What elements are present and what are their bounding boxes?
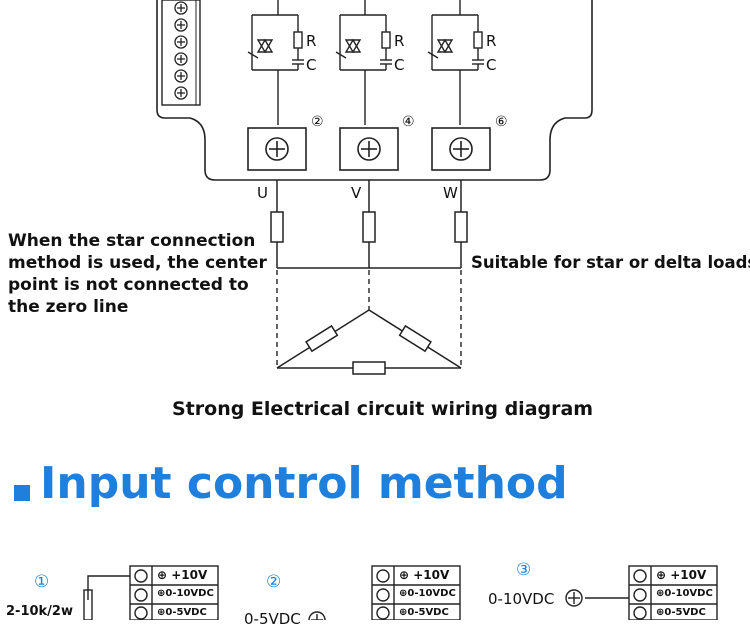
phase-label-u: U [257,184,268,202]
star-note-line-3: point is not connected to [8,275,249,295]
thyristor-module-u [247,0,304,125]
method-3-terminal-0-5vdc: ⊕0-5VDC [656,607,706,618]
star-note-line-2: method is used, the center [8,253,267,273]
input-terminal-screws [174,1,188,100]
star-note-line-4: the zero line [8,297,129,317]
star-connection-note: When the star connection method is used,… [8,230,268,318]
resistor-label-w: R [486,32,497,50]
star-note-line-1: When the star connection [8,231,256,251]
method-2-terminal-0-10vdc: ⊕0-10VDC [399,588,456,599]
output-terminal-u [247,127,307,171]
phase-label-v: V [351,184,362,202]
method-1-label: 2-10k/2w [6,604,73,619]
resistor-label-v: R [394,32,405,50]
method-3-terminal-10v: ⊕ +10V [656,568,707,582]
method-3-label: 0-10VDC [488,590,555,608]
delta-load [276,309,462,375]
method-1-terminal-0-10vdc: ⊕0-10VDC [157,588,214,599]
output-terminal-v [339,127,399,171]
suitable-loads-note: Suitable for star or delta loads [471,253,750,272]
terminal-number-4: ④ [402,114,415,130]
method-2-number: ② [266,572,282,592]
method-3-number: ③ [516,560,532,580]
method-1-terminal-10v: ⊕ +10V [157,568,208,582]
method-2-terminal-10v: ⊕ +10V [399,568,450,582]
capacitor-label-w: C [486,56,497,74]
section-heading: Input control method [40,458,568,509]
thyristor-module-w [427,0,484,125]
terminal-number-2: ② [311,114,324,130]
method-1-number: ① [34,572,50,592]
method-2-terminal-0-5vdc: ⊕0-5VDC [399,607,449,618]
method-3-terminal-0-10vdc: ⊕0-10VDC [656,588,713,599]
method-2-label: 0-5VDC [244,610,301,628]
heading-bullet [14,485,30,501]
resistor-label-u: R [306,32,317,50]
output-terminal-w [431,127,491,171]
terminal-number-6: ⑥ [495,114,508,130]
thyristor-module-v [335,0,392,125]
diagram-caption: Strong Electrical circuit wiring diagram [172,398,594,420]
phase-label-w: W [443,184,458,202]
method-1-terminal-0-5vdc: ⊕0-5VDC [157,607,207,618]
capacitor-label-v: C [394,56,405,74]
capacitor-label-u: C [306,56,317,74]
